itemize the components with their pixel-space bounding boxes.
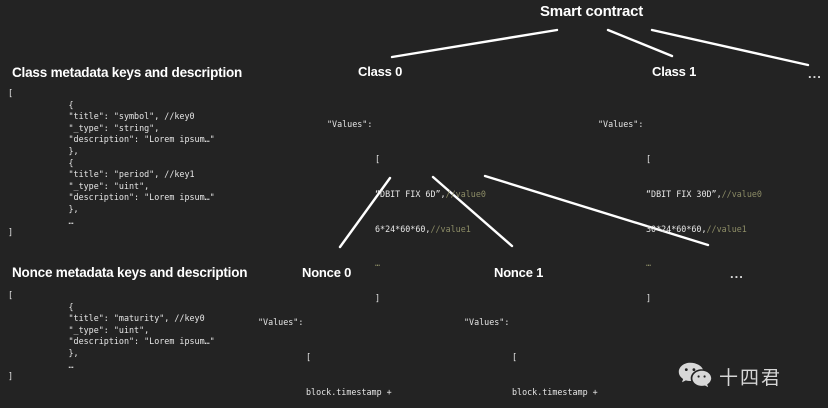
panel-title-class-metadata: Class metadata keys and description: [12, 65, 243, 80]
code-value: “DBIT FIX 6D”,: [375, 188, 446, 199]
code-line: ]: [375, 293, 381, 304]
node-smart-contract: Smart contract: [540, 3, 644, 20]
code-line: [: [306, 351, 312, 362]
code-line: block.timestamp +: [512, 386, 598, 397]
code-line: "Values":: [327, 119, 373, 130]
code-line: 30*24*60*60,//value1: [598, 224, 762, 236]
node-class-0: Class 0: [358, 64, 403, 79]
code-line: “DBIT FIX 30D”,//value0: [598, 189, 762, 201]
code-class-0: "Values": [ “DBIT FIX 6D”,//value0 6*24*…: [327, 96, 486, 328]
code-line: …: [375, 258, 381, 269]
code-line: "Values":: [598, 119, 644, 130]
code-comment: //value0: [721, 188, 762, 199]
wechat-icon: [678, 362, 712, 388]
code-line: “DBIT FIX 6D”,//value0: [327, 189, 486, 201]
ellipsis-middle-right: ...: [730, 266, 744, 281]
code-comment: //value0: [445, 188, 486, 199]
code-class-1: "Values": [ “DBIT FIX 30D”,//value0 30*2…: [598, 96, 762, 328]
code-line: [: [646, 153, 652, 164]
edge-root-class0: [390, 28, 559, 59]
code-line: [: [375, 153, 381, 164]
code-line: 6*24*60*60,//value1: [327, 224, 486, 236]
code-nonce-0: "Values": [ block.timestamp + Classes[0]…: [258, 294, 412, 408]
code-line: "Values":: [258, 317, 304, 328]
node-nonce-1: Nonce 1: [494, 265, 544, 280]
node-class-1: Class 1: [652, 64, 697, 79]
code-value: 30*24*60*60,: [646, 223, 707, 234]
code-value: 6*24*60*60,: [375, 223, 431, 234]
code-line: ]: [646, 293, 652, 304]
code-comment: //value1: [706, 223, 747, 234]
edge-root-class1: [606, 28, 674, 58]
code-line: …: [646, 258, 652, 269]
code-line: "Values":: [464, 317, 510, 328]
watermark-text: 十四君: [719, 366, 783, 389]
node-nonce-0: Nonce 0: [302, 265, 352, 280]
code-class-metadata: [ { "title": "symbol", //key0 "_type": "…: [8, 88, 215, 238]
code-value: “DBIT FIX 30D”,: [646, 188, 722, 199]
edge-root-more: [650, 28, 810, 67]
code-comment: //value1: [430, 223, 471, 234]
watermark: 十四君: [678, 362, 782, 390]
code-line: [: [512, 351, 518, 362]
code-line: block.timestamp +: [306, 386, 392, 397]
panel-title-nonce-metadata: Nonce metadata keys and description: [12, 265, 248, 280]
code-nonce-1: "Values": [ block.timestamp + Classes[0]…: [464, 294, 618, 408]
ellipsis-top-right: ...: [808, 66, 822, 81]
code-nonce-metadata: [ { "title": "maturity", //key0 "_type":…: [8, 290, 215, 382]
